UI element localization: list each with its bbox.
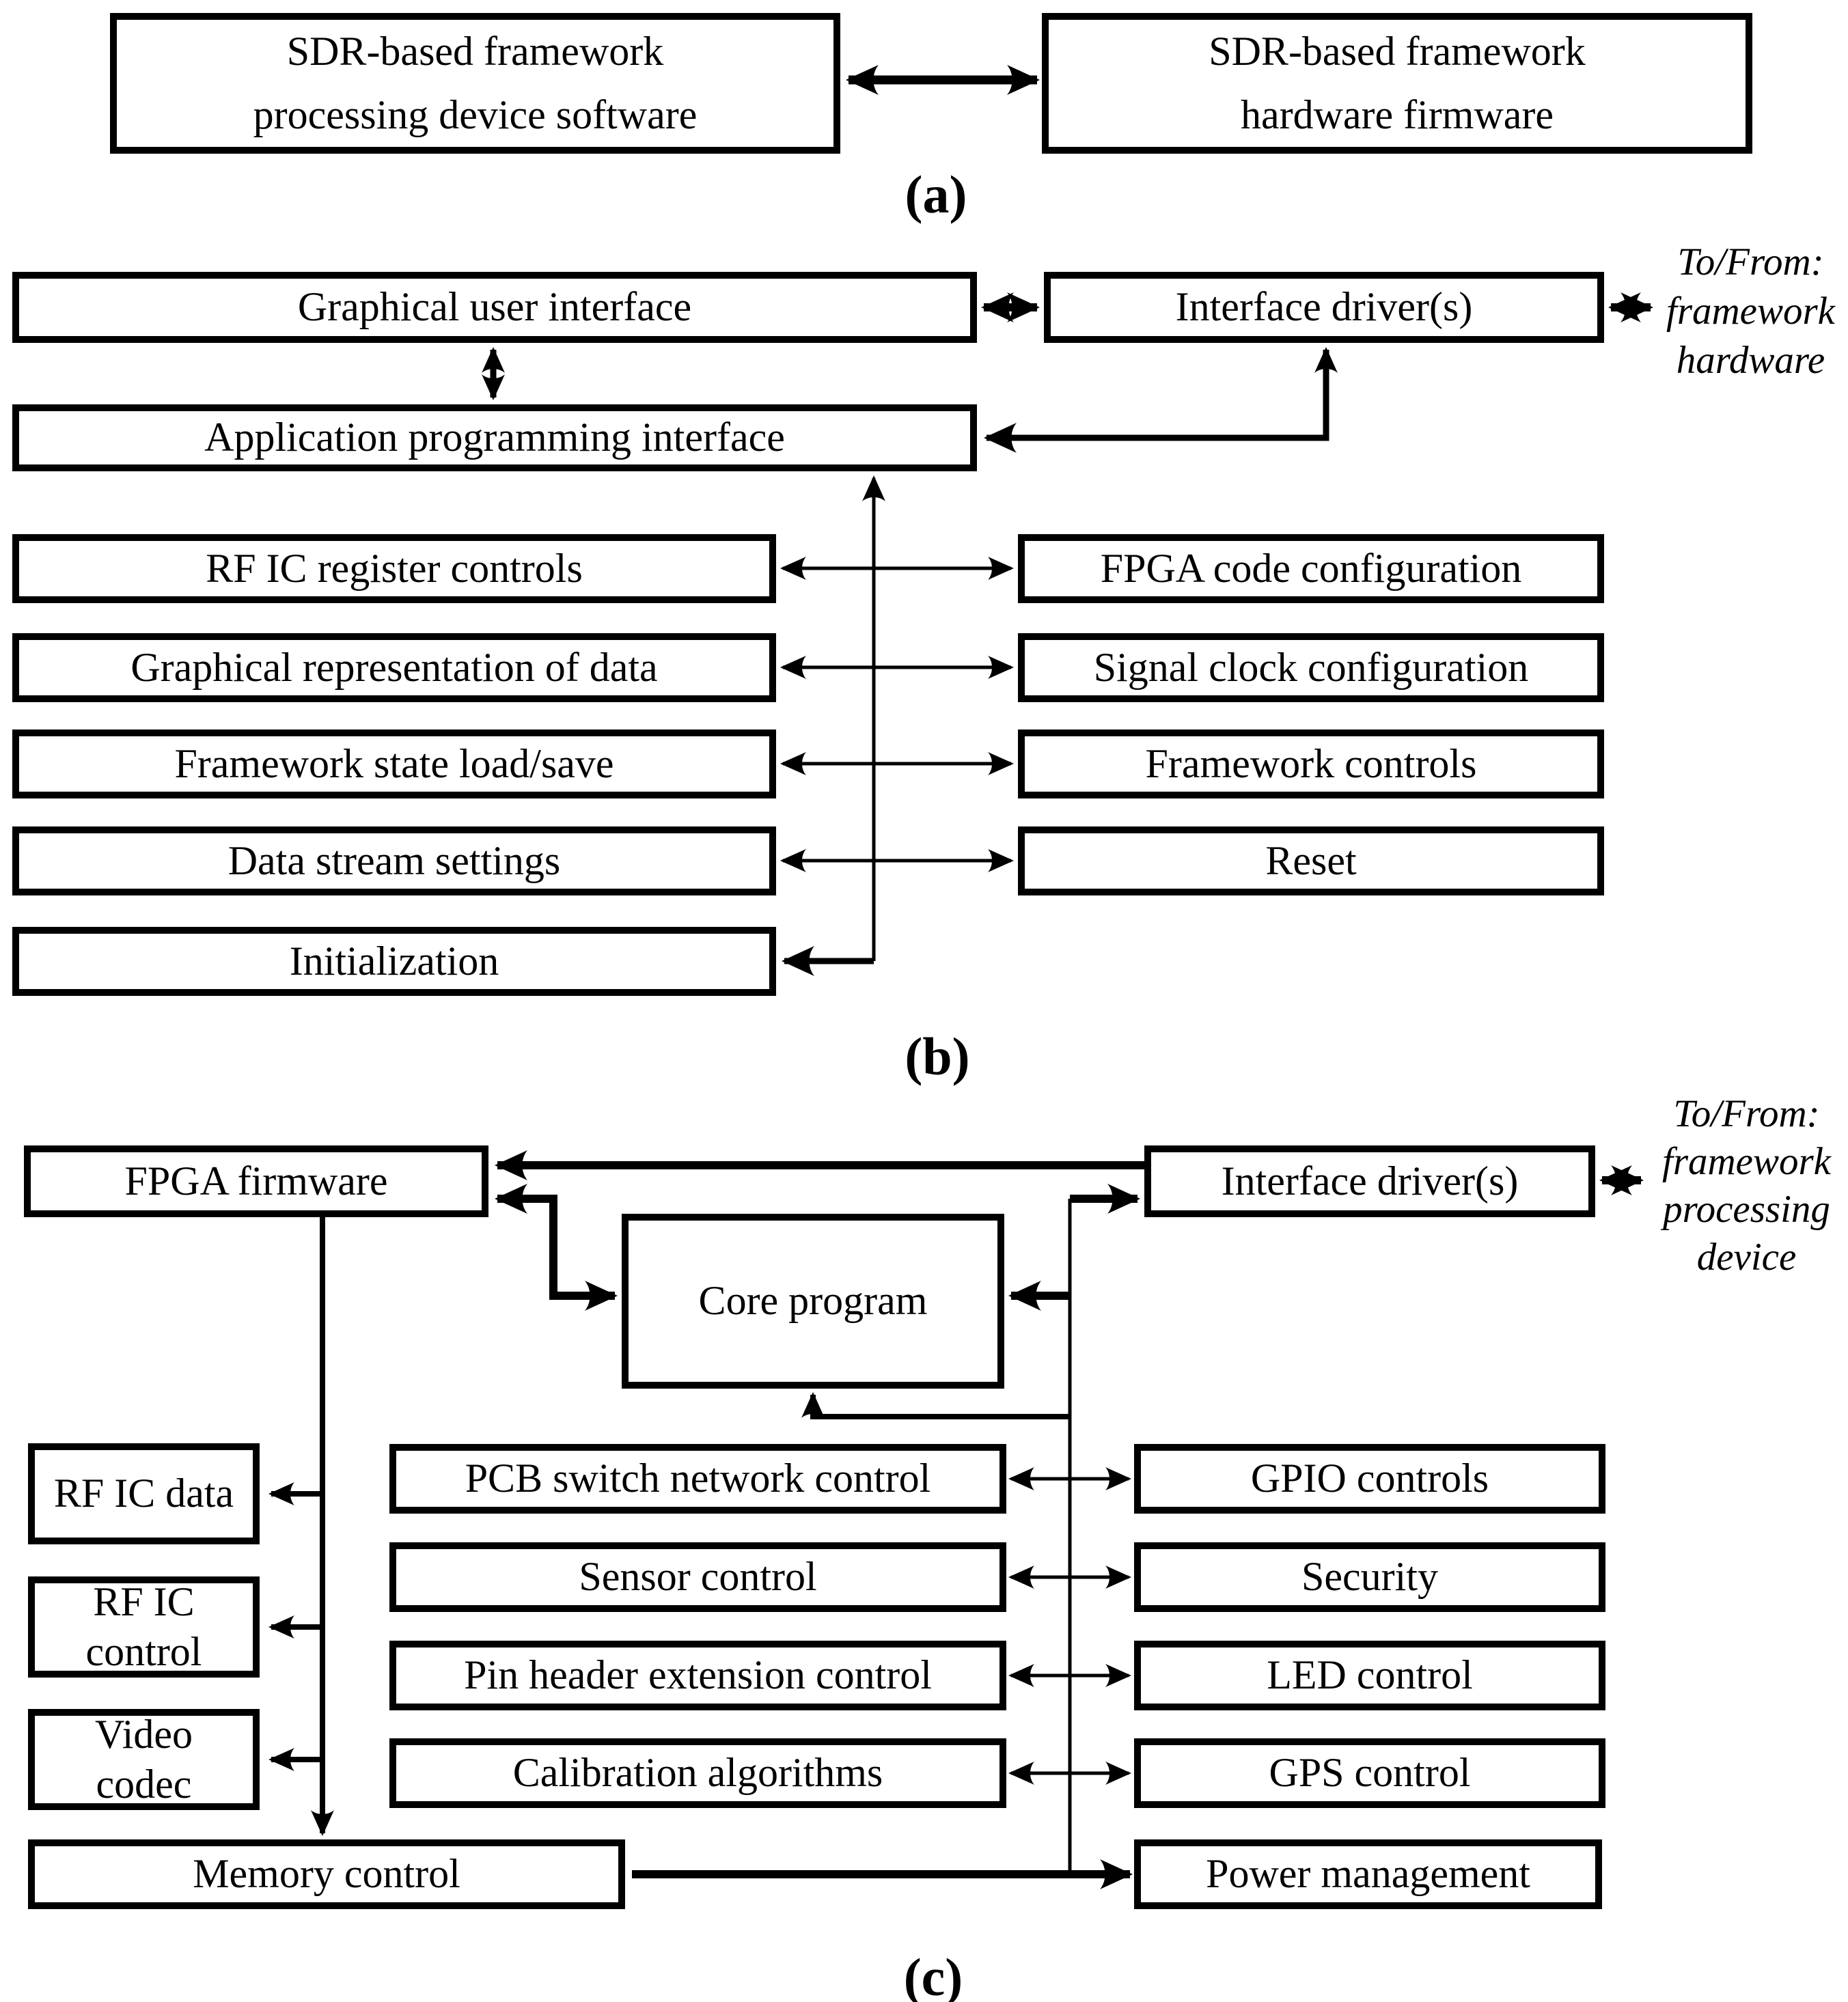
box-video-codec: Video codec (28, 1709, 260, 1810)
box-graphical-user-interface: Graphical user interface (12, 272, 977, 343)
box-application-programming-interface: Application programming interface (12, 404, 977, 471)
box-core-program: Core program (622, 1214, 1004, 1389)
box-graphical-representation-of-data: Graphical representation of data (12, 633, 776, 702)
box-rf-ic-data: RF IC data (28, 1443, 260, 1544)
box-fpga-code-configuration: FPGA code configuration (1018, 534, 1604, 603)
connector-c-fpga-core (495, 1184, 618, 1311)
note-tofrom-framework-processing-device: To/From: framework processing device (1662, 1092, 1831, 1279)
box-power-management: Power management (1134, 1839, 1602, 1909)
note-tofrom-framework-hardware: To/From: framework hardware (1666, 240, 1835, 382)
box-fpga-firmware: FPGA firmware (24, 1145, 488, 1217)
box-calibration-algorithms: Calibration algorithms (389, 1738, 1006, 1808)
box-gps-control: GPS control (1134, 1738, 1605, 1808)
box-sensor-control: Sensor control (389, 1542, 1006, 1612)
box-interface-drivers-c: Interface driver(s) (1144, 1145, 1595, 1217)
caption-panel-b: (b) (905, 1027, 970, 1086)
box-data-stream-settings: Data stream settings (12, 826, 776, 895)
box-framework-state-load-save: Framework state load/save (12, 729, 776, 798)
box-led-control: LED control (1134, 1641, 1605, 1710)
box-security: Security (1134, 1542, 1605, 1612)
box-interface-drivers-b: Interface driver(s) (1044, 272, 1604, 343)
box-pin-header-extension-control: Pin header extension control (389, 1641, 1006, 1710)
caption-panel-c: (c) (903, 1947, 963, 2002)
box-reset: Reset (1018, 826, 1604, 895)
box-pcb-switch-network-control: PCB switch network control (389, 1444, 1006, 1514)
box-rf-ic-control: RF IC control (28, 1576, 260, 1678)
box-framework-controls: Framework controls (1018, 729, 1604, 798)
box-processing-device-software: SDR-based framework processing device so… (110, 13, 840, 154)
caption-panel-a: (a) (905, 165, 967, 224)
connector-c-bus-core-bottom (801, 1392, 1070, 1419)
connector-b-interface-drivers-api (984, 347, 1338, 453)
box-gpio-controls: GPIO controls (1134, 1444, 1605, 1514)
box-hardware-firmware: SDR-based framework hardware firmware (1042, 13, 1752, 154)
box-rf-ic-register-controls: RF IC register controls (12, 534, 776, 603)
box-memory-control: Memory control (28, 1839, 625, 1909)
box-initialization: Initialization (12, 927, 776, 996)
box-signal-clock-configuration: Signal clock configuration (1018, 633, 1604, 702)
